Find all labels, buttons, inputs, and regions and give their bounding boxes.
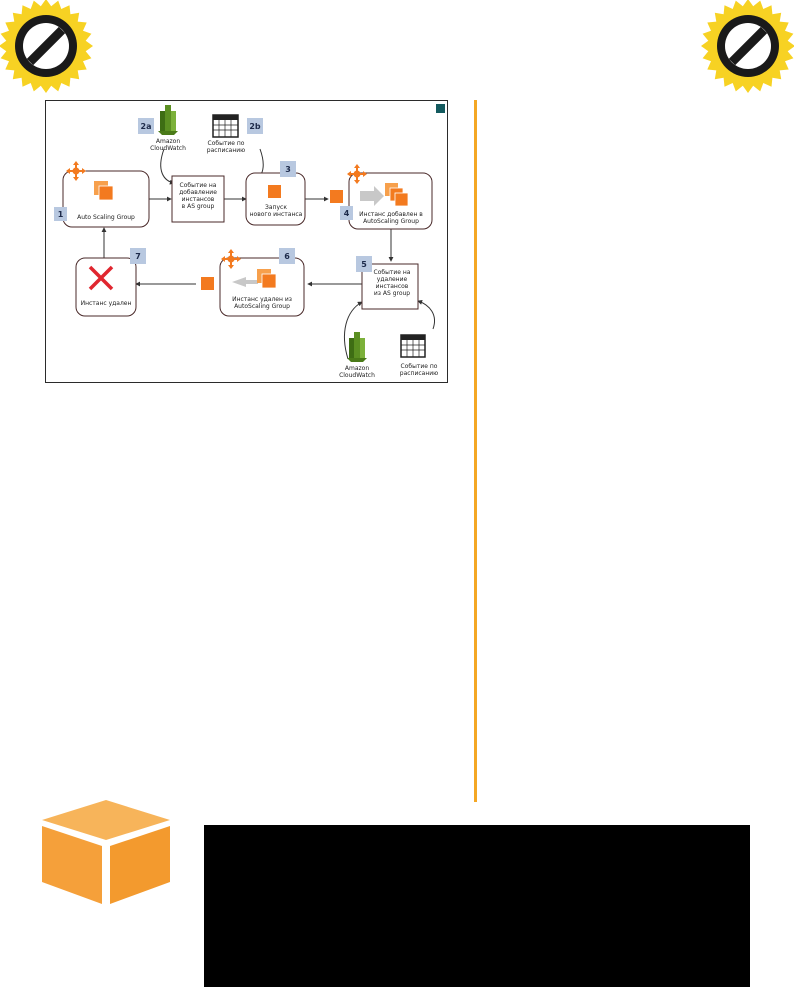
instance-icon (94, 181, 114, 201)
prohibition-badge-left (0, 0, 93, 93)
remove-event-line-1: Событие на (374, 269, 411, 276)
cloudwatch-top-node: 2a Amazon CloudWatch (138, 105, 186, 152)
auto-scaling-group-node: 1 Auto Scaling Group (54, 161, 150, 228)
remove-event-line-3: инстансов (376, 283, 409, 290)
step-number-box (340, 206, 353, 220)
arrow-right-icon (360, 186, 384, 206)
side-rule (474, 100, 477, 802)
step-2a-label: 2a (141, 122, 152, 131)
add-event-node: Событие на добавление инстансов в AS gro… (171, 175, 225, 223)
instance-icon (268, 185, 281, 198)
schedule-top-line-1: Событие по (208, 140, 245, 147)
step-6-label: 6 (284, 252, 290, 261)
instance-added-line-1: Инстанс добавлен в (359, 211, 423, 218)
step-2b-label: 2b (249, 122, 261, 131)
launch-instance-line-1: Запуск (265, 204, 287, 211)
calendar-icon (212, 114, 239, 138)
instance-added-node: 4 Инстанс добавлен в AutoScaling Group (330, 164, 433, 230)
instance-added-line-2: AutoScaling Group (363, 218, 419, 225)
scaling-arrows-icon (347, 164, 367, 184)
prohibition-icon (0, 0, 93, 93)
scaling-arrows-icon (66, 161, 86, 181)
step-3-label: 3 (285, 165, 291, 174)
cloudwatch-bottom-line-1: Amazon (345, 365, 369, 372)
instance-removed-from-group-node: 6 Инстанс удален из AutoScaling Group (201, 248, 305, 317)
add-event-line-1: Событие на (180, 182, 217, 189)
step-number-box (138, 118, 154, 134)
step-number-box (279, 248, 295, 264)
instance-removed-group-line-1: Инстанс удален из (232, 296, 292, 303)
step-7-label: 7 (135, 252, 141, 261)
cloudwatch-bottom-line-2: CloudWatch (339, 372, 375, 379)
cloudwatch-top-line-2: CloudWatch (150, 145, 186, 152)
remove-event-line-2: удаление (377, 276, 408, 283)
schedule-top-node: 2b Событие по расписанию (207, 114, 263, 154)
cloudwatch-icon (158, 105, 178, 135)
launch-instance-node: 3 Запуск нового инстанса (245, 161, 306, 226)
cloudwatch-top-line-1: Amazon (156, 138, 180, 145)
scaling-arrows-icon (221, 249, 241, 269)
add-event-line-4: в AS group (182, 203, 215, 210)
step-number-box (356, 256, 372, 272)
prohibition-badge-right (701, 0, 794, 93)
schedule-bottom-line-2: расписанию (400, 370, 438, 377)
launch-instance-line-2: нового инстанса (250, 211, 303, 218)
prohibition-icon (701, 0, 794, 93)
calendar-icon (400, 334, 426, 358)
auto-scaling-group-label: Auto Scaling Group (77, 214, 135, 221)
instance-deleted-node: 7 Инстанс удален (75, 248, 146, 317)
aws-cube-icon (42, 800, 170, 904)
add-event-line-3: инстансов (182, 196, 215, 203)
x-cross-icon (88, 265, 114, 291)
step-number-box (280, 161, 296, 177)
instance-removed-group-line-2: AutoScaling Group (234, 303, 290, 310)
schedule-top-line-2: расписанию (207, 147, 245, 154)
corner-marker (436, 104, 445, 113)
step-4-label: 4 (344, 209, 350, 218)
instance-deleted-label: Инстанс удален (81, 300, 132, 307)
arrow-left-icon (232, 277, 258, 287)
schedule-bottom-node: Событие по расписанию (400, 334, 438, 377)
remove-event-node: 5 Событие на удаление инстансов из AS gr… (356, 256, 419, 310)
add-event-line-2: добавление (179, 189, 217, 196)
step-number-box (247, 118, 263, 134)
step-1-label: 1 (58, 210, 64, 219)
instance-icon (330, 190, 343, 203)
autoscaling-diagram: 1 Auto Scaling Group 2a Amazon CloudWatc… (45, 100, 448, 383)
cloudwatch-icon (347, 332, 367, 362)
black-panel (204, 825, 750, 987)
step-number-box (130, 248, 146, 264)
cloudwatch-bottom-node: Amazon CloudWatch (339, 332, 375, 379)
schedule-bottom-line-1: Событие по (401, 363, 438, 370)
step-5-label: 5 (361, 260, 367, 269)
instance-icon (201, 277, 214, 290)
step-number-box (54, 207, 67, 221)
remove-event-line-4: из AS group (374, 290, 410, 297)
